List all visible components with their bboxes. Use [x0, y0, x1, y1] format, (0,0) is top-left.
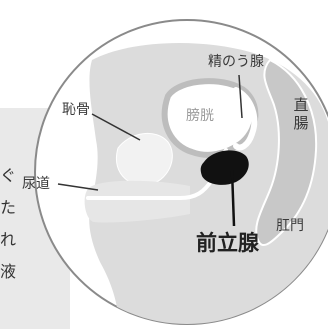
- prostate-leader: [230, 169, 236, 227]
- seminal-vesicle-leader: [238, 74, 243, 119]
- bladder-shape: [161, 78, 259, 158]
- pubic-bone-shape: [115, 132, 173, 186]
- seminal-vesicle-label: 精のう腺: [208, 54, 264, 70]
- side-text-char-3: れ: [0, 230, 17, 249]
- anus-label: 肛門: [276, 218, 304, 234]
- external-genital-shape: [84, 180, 190, 223]
- pubic-bone-label: 恥骨: [62, 102, 90, 118]
- rectum-label: 直腸: [293, 96, 309, 132]
- side-text-char-4: 液: [0, 262, 17, 281]
- pubic-bone-leader: [91, 113, 141, 141]
- bladder-label: 膀胱: [186, 108, 214, 124]
- rectum-shape: [255, 58, 318, 247]
- side-text-char-2: た: [0, 198, 17, 217]
- urethra-leader: [57, 183, 99, 191]
- side-text-column: ぐ た れ 液: [0, 160, 20, 288]
- side-text-char-1: ぐ: [0, 166, 17, 185]
- urethra-label: 尿道: [22, 176, 50, 192]
- seminal-vesicle-shape: [233, 87, 258, 151]
- prostate-label: 前立腺: [196, 231, 259, 255]
- prostate-shape: [200, 150, 249, 185]
